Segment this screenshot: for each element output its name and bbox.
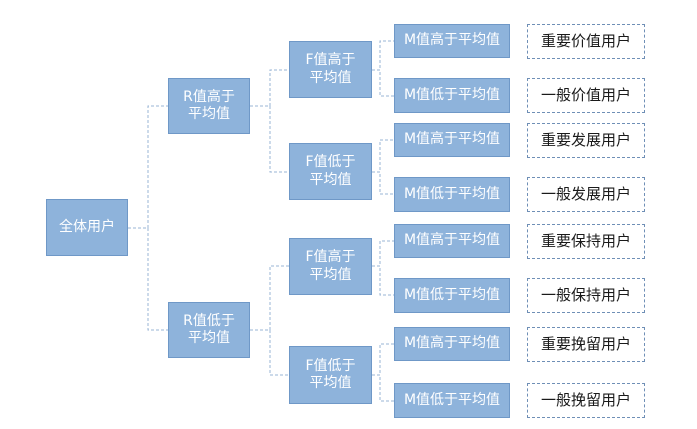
- m-node-7: M值高于平均值: [394, 327, 510, 361]
- m-node-6: M值低于平均值: [394, 278, 510, 313]
- connector-r1-f1: [250, 69, 289, 107]
- r-node-high: R值高于 平均值: [168, 78, 250, 134]
- connector-root-r1: [128, 105, 168, 229]
- m-node-8: M值低于平均值: [394, 383, 510, 418]
- segment-box: 重要价值用户: [527, 24, 645, 59]
- m-node-4: M值低于平均值: [394, 177, 510, 212]
- m-node-2: M值低于平均值: [394, 78, 510, 113]
- segment-box: 重要保持用户: [527, 224, 645, 259]
- connector-f4-m8: [372, 374, 394, 402]
- m-node-5: M值高于平均值: [394, 224, 510, 258]
- r-node-low: R值低于 平均值: [168, 302, 250, 358]
- segment-box: 重要发展用户: [527, 123, 645, 158]
- segment-box: 一般发展用户: [527, 177, 645, 212]
- connector-f1-m1: [372, 40, 394, 71]
- connector-f1-m2: [372, 69, 394, 97]
- segment-box: 一般挽留用户: [527, 383, 645, 418]
- connector-r2-f4: [250, 329, 289, 376]
- segment-box: 重要挽留用户: [527, 327, 645, 362]
- f-node-low-1: F值低于 平均值: [289, 143, 372, 200]
- segment-box: 一般价值用户: [527, 78, 645, 113]
- m-node-1: M值高于平均值: [394, 24, 510, 58]
- connector-f3-m5: [372, 240, 394, 267]
- f-node-high-1: F值高于 平均值: [289, 41, 372, 98]
- connector-root-r2: [128, 227, 168, 331]
- f-node-low-2: F值低于 平均值: [289, 346, 372, 404]
- connector-f4-m7: [372, 343, 394, 376]
- root-node: 全体用户: [46, 199, 128, 256]
- connector-f2-m4: [372, 171, 394, 195]
- connector-f3-m6: [372, 265, 394, 296]
- connector-r1-f2: [250, 105, 289, 173]
- connector-f2-m3: [372, 139, 394, 173]
- f-node-high-2: F值高于 平均值: [289, 238, 372, 295]
- connector-r2-f3: [250, 265, 289, 331]
- m-node-3: M值高于平均值: [394, 123, 510, 157]
- segment-box: 一般保持用户: [527, 278, 645, 313]
